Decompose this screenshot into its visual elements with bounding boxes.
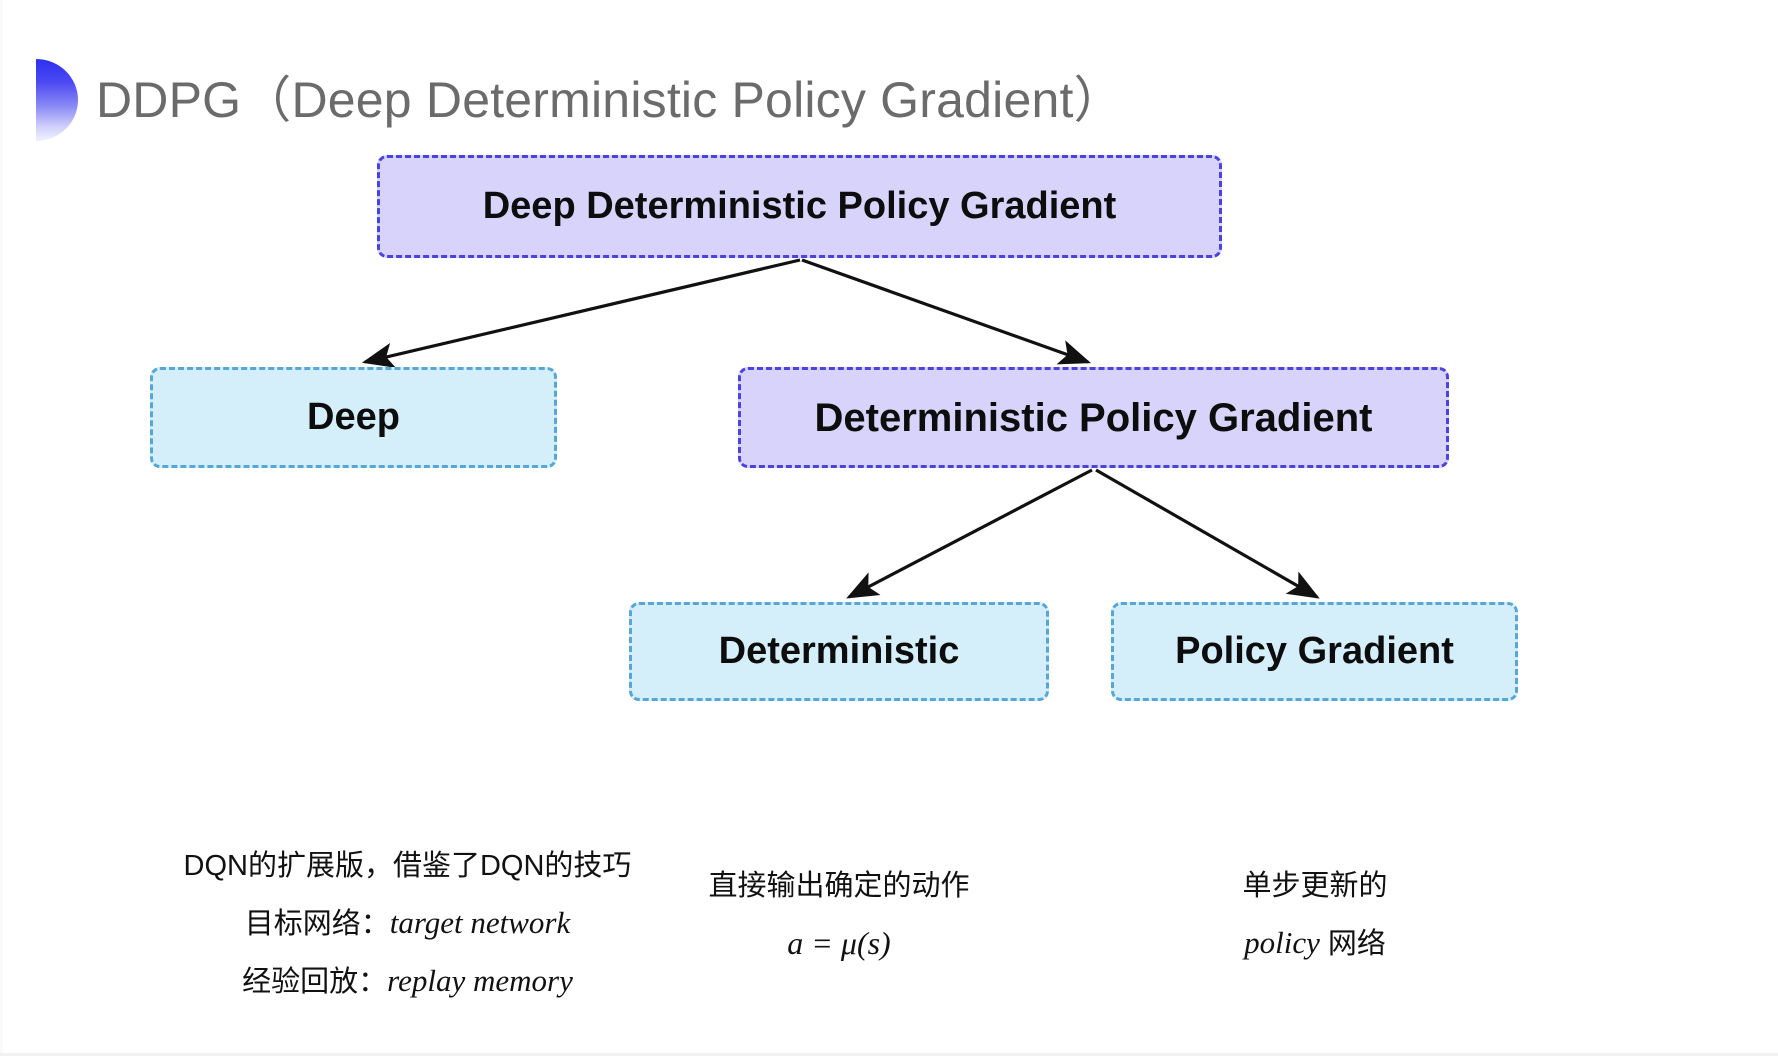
page-title: DDPG（Deep Deterministic Policy Gradient） (96, 72, 1124, 128)
caption-deterministic: 直接输出确定的动作 a = μ(s) (639, 860, 1039, 973)
slide-title-row: DDPG（Deep Deterministic Policy Gradient） (36, 58, 1124, 142)
caption-deep-line1: DQN的扩展版，借鉴了DQN的技巧 (183, 850, 632, 882)
slide-bottom-edge (0, 1053, 1778, 1056)
caption-policy-gradient-suffix: 网络 (1319, 927, 1386, 960)
gradient-halfcircle-icon (36, 59, 78, 141)
edge-root-dpg (801, 258, 1092, 365)
node-label: Policy Gradient (1175, 629, 1454, 672)
caption-policy-gradient-term: policy (1244, 924, 1320, 960)
caption-deep-line3: 经验回放：replay memory (150, 952, 665, 1010)
node-label: Deterministic (718, 629, 960, 672)
caption-deep-line3-term: replay memory (387, 962, 573, 998)
caption-deterministic-line1: 直接输出确定的动作 (708, 870, 970, 902)
edge-dpg-deterministic (846, 468, 1093, 599)
node-label: Deep (307, 395, 400, 438)
node-deterministic-policy-gradient[interactable]: Deterministic Policy Gradient (738, 367, 1449, 468)
slide-left-edge (0, 0, 3, 1056)
edge-dpg-policy-gradient (1095, 468, 1320, 599)
caption-deep-line2-prefix: 目标网络： (244, 907, 390, 940)
caption-deep-line2-term: target network (389, 904, 571, 940)
caption-policy-gradient-line2: policy 网络 (1125, 914, 1505, 972)
caption-policy-gradient: 单步更新的 policy 网络 (1125, 860, 1505, 972)
node-deterministic[interactable]: Deterministic (629, 602, 1049, 701)
caption-deterministic-formula: a = μ(s) (787, 924, 891, 961)
node-deep-deterministic-policy-gradient[interactable]: Deep Deterministic Policy Gradient (377, 155, 1222, 258)
node-label: Deterministic Policy Gradient (814, 395, 1373, 440)
node-label: Deep Deterministic Policy Gradient (482, 184, 1117, 227)
caption-deep: DQN的扩展版，借鉴了DQN的技巧 目标网络：target network 经验… (150, 840, 665, 1010)
node-policy-gradient[interactable]: Policy Gradient (1111, 602, 1518, 701)
caption-policy-gradient-line1: 单步更新的 (1242, 870, 1388, 902)
caption-deep-line2: 目标网络：target network (150, 894, 665, 952)
edge-root-deep (361, 258, 801, 368)
node-deep[interactable]: Deep (150, 367, 557, 468)
caption-deep-line3-prefix: 经验回放： (242, 965, 388, 998)
